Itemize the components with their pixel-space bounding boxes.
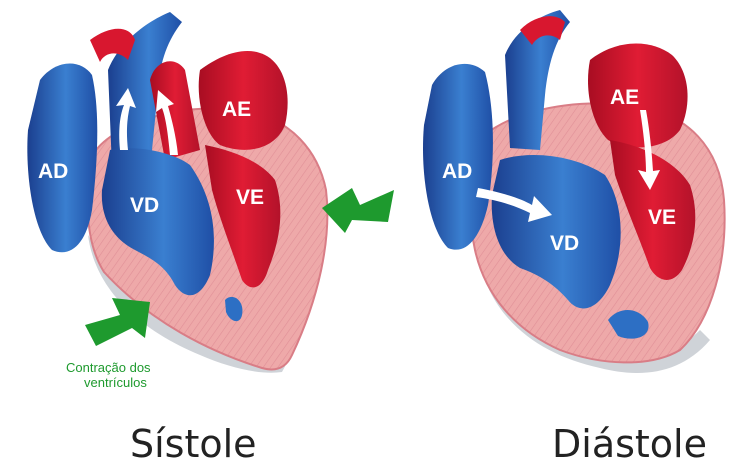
systole-heart: AD VD AE VE Contração dos ventrículos	[27, 12, 394, 390]
diastole-label-vd: VD	[550, 232, 579, 255]
systole-aorta	[90, 29, 135, 62]
contraction-note-line1: Contração dos	[66, 360, 151, 375]
diastole-label-ad: AD	[442, 160, 472, 183]
systole-label-ad: AD	[38, 160, 68, 183]
diastole-right-atrium	[423, 64, 493, 250]
systole-label-ve: VE	[236, 186, 264, 209]
systole-right-atrium	[27, 64, 97, 253]
diastole-heart: AD VD AE VE	[423, 10, 725, 373]
systole-label-vd: VD	[130, 194, 159, 217]
contraction-arrow-right	[322, 188, 394, 233]
diastole-caption: Diástole	[552, 422, 707, 466]
systole-label-ae: AE	[222, 98, 251, 121]
contraction-arrow-bottom	[85, 298, 150, 346]
diastole-label-ve: VE	[648, 206, 676, 229]
diastole-label-ae: AE	[610, 86, 639, 109]
contraction-note-line2: ventrículos	[84, 375, 147, 390]
systole-caption: Sístole	[130, 422, 257, 466]
